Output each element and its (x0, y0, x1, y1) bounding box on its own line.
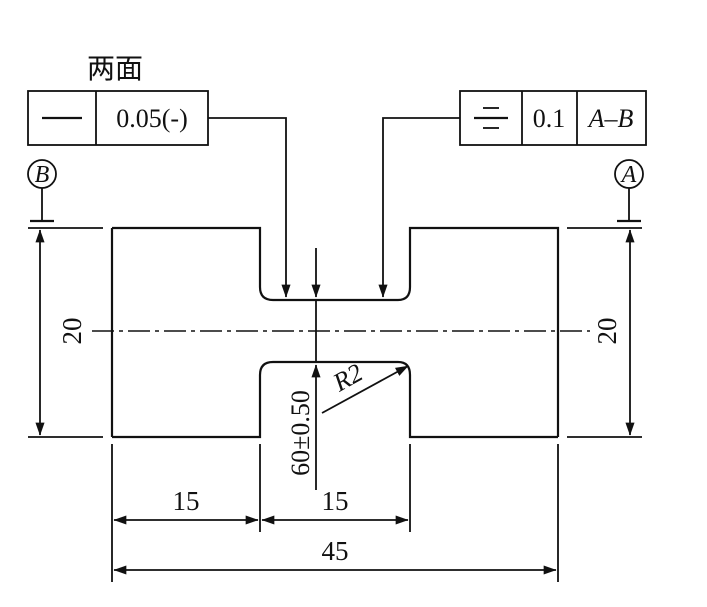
dim-slot-width-text: 60±0.50 (286, 390, 315, 476)
symmetry-datum-text: A–B (587, 104, 634, 133)
dim-slot-length-text: 15 (322, 486, 349, 516)
dim-total-length-text: 45 (322, 536, 349, 566)
symmetry-tolerance-text: 0.1 (533, 104, 566, 133)
part-lower-outline (112, 360, 558, 439)
dim-height-right-text: 20 (592, 318, 622, 345)
symmetry-symbol-icon (474, 107, 508, 129)
datum-a-text: A (620, 162, 637, 188)
dim-left-length-text: 15 (173, 486, 200, 516)
datum-b-text: B (35, 162, 50, 188)
part-upper-outline (110, 226, 560, 437)
note-both-faces: 两面 (87, 54, 143, 85)
dim-radius-leader (321, 365, 409, 414)
dim-height-left-text: 20 (57, 318, 87, 345)
symmetry-leader (378, 117, 460, 298)
flatness-leader (208, 117, 291, 298)
flatness-tolerance-text: 0.05(-) (116, 104, 187, 133)
